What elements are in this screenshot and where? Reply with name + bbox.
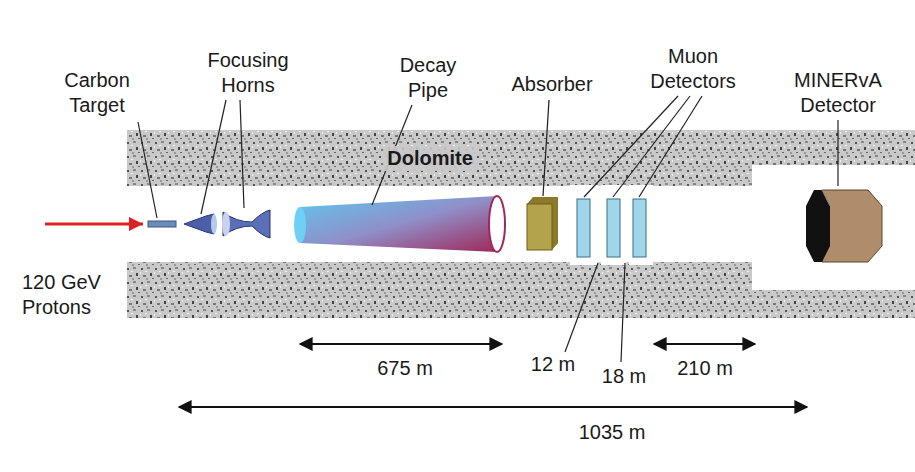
part-label: Absorber	[511, 72, 592, 97]
horn-two-mouth	[222, 212, 230, 236]
part-label: Decay Pipe	[388, 53, 468, 103]
dimension-label: 1035 m	[579, 420, 646, 445]
detector-hall	[752, 165, 915, 290]
minerva-front	[806, 190, 830, 262]
dolomite-rock	[127, 130, 915, 318]
pipe-inlet	[294, 207, 306, 243]
dimension-label: 18 m	[602, 364, 646, 389]
pipe-outlet	[489, 196, 505, 252]
beam-label: 120 GeV Protons	[22, 270, 132, 320]
leader-lines	[138, 96, 838, 362]
rock-label: Dolomite	[383, 146, 477, 171]
minerva-body	[822, 190, 882, 262]
absorber-side	[527, 197, 558, 250]
horn-two	[223, 210, 270, 238]
muon-detector	[607, 199, 620, 257]
horn-one-mouth	[211, 214, 217, 234]
beam-arrowhead	[129, 217, 143, 231]
dimension-label: 12 m	[531, 352, 575, 377]
minerva-edge	[822, 190, 830, 206]
alcove	[629, 185, 653, 265]
decay-pipe	[300, 196, 497, 252]
proton-beam	[45, 223, 143, 226]
horn-one	[184, 214, 214, 234]
muon-detector	[633, 199, 646, 257]
absorber	[527, 204, 552, 250]
part-label: Carbon Target	[47, 68, 147, 118]
part-label: MINERvA Detector	[783, 68, 893, 118]
dimension-label: 210 m	[677, 356, 733, 381]
muon-detector	[577, 199, 590, 257]
dimension-arrows	[179, 344, 807, 407]
part-label: Muon Detectors	[643, 44, 743, 94]
carbon-target	[148, 221, 176, 227]
part-label: Focusing Horns	[198, 48, 298, 98]
dimension-label: 675 m	[377, 356, 433, 381]
